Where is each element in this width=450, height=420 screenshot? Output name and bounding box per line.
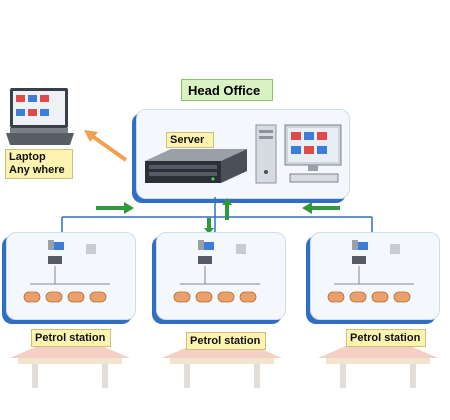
station-schematic-2 (173, 240, 260, 303)
petrol-station-label-1-text: Petrol station (35, 332, 106, 344)
server-label-text: Server (170, 134, 205, 146)
laptop-icon (6, 88, 74, 145)
station-schematic-1 (23, 240, 110, 303)
station-panel-3 (310, 232, 440, 320)
tower-pc-icon (255, 124, 277, 184)
station-panel-1 (6, 232, 136, 320)
orange-arrow-icon (84, 130, 128, 162)
server-icon (145, 149, 247, 183)
head-office-text: Head Office (188, 83, 261, 98)
green-arrow-down-icon (204, 218, 214, 234)
petrol-station-label-3-text: Petrol station (350, 332, 421, 344)
petrol-station-label-1: Petrol station (31, 329, 111, 347)
green-arrow-left-icon (302, 202, 340, 214)
station-schematic-3 (327, 240, 414, 303)
laptop-label-line2: Any where (9, 164, 65, 176)
petrol-station-label-2: Petrol station (186, 332, 266, 350)
green-arrow-right-icon (96, 202, 134, 214)
server-label: Server (166, 132, 214, 148)
petrol-station-label-2-text: Petrol station (190, 335, 261, 347)
desktop-monitor-icon (284, 124, 342, 183)
station-panel-2 (156, 232, 286, 320)
head-office-label: Head Office (181, 79, 273, 101)
laptop-label-line1: Laptop (9, 151, 46, 163)
laptop-label: Laptop Any where (5, 149, 73, 179)
green-arrow-up-icon (222, 198, 232, 220)
petrol-station-label-3: Petrol station (346, 329, 426, 347)
